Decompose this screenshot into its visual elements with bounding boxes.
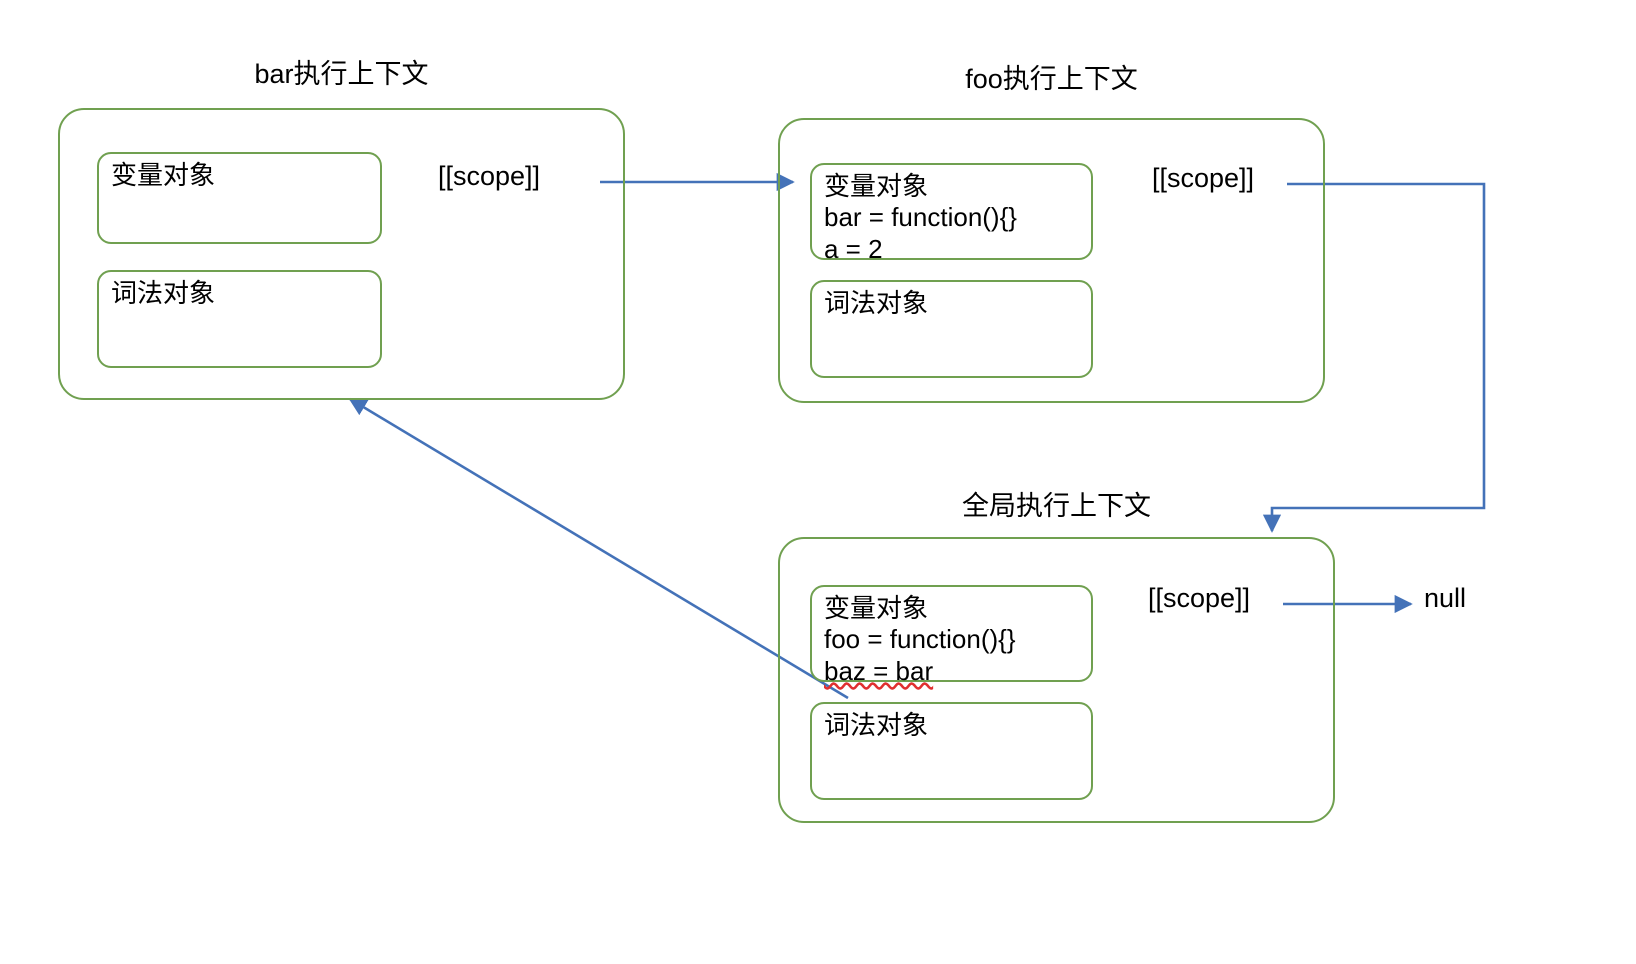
global-context-box — [778, 537, 1335, 823]
foo-lexical-object-box: 词法对象 — [810, 280, 1093, 378]
global-context-title: 全局执行上下文 — [962, 491, 1151, 521]
bar-context-box — [58, 108, 625, 400]
global-variable-entry-0: foo = function(){} — [824, 624, 1016, 654]
foo-variable-object-label: 变量对象 — [824, 171, 929, 201]
global-variable-entry-1: baz = bar — [824, 655, 1079, 687]
global-variable-object-label: 变量对象 — [824, 593, 929, 623]
foo-context-box — [778, 118, 1325, 403]
foo-scope-label: [[scope]] — [1152, 163, 1255, 193]
bar-variable-object-box: 变量对象 — [97, 152, 382, 244]
global-variable-entry-1-text: baz = bar — [824, 656, 934, 686]
foo-variable-entry-1: a = 2 — [824, 234, 883, 264]
bar-lexical-object-label: 词法对象 — [111, 278, 216, 308]
global-variable-object-box: 变量对象 foo = function(){} baz = bar — [810, 585, 1093, 686]
bar-variable-object-label: 变量对象 — [111, 160, 216, 190]
bar-lexical-object-box: 词法对象 — [97, 270, 382, 368]
global-scope-label: [[scope]] — [1148, 583, 1251, 613]
connector-baz-to-bar-context — [348, 397, 849, 700]
foo-variable-entry-0: bar = function(){} — [824, 202, 1017, 232]
foo-variable-object-box: 变量对象 bar = function(){} a = 2 — [810, 163, 1093, 264]
null-label: null — [1424, 583, 1467, 613]
global-lexical-object-box: 词法对象 — [810, 702, 1093, 800]
global-lexical-object-label: 词法对象 — [824, 710, 929, 740]
foo-context-title: foo执行上下文 — [965, 64, 1138, 94]
bar-context-title: bar执行上下文 — [254, 59, 429, 89]
foo-lexical-object-label: 词法对象 — [824, 288, 929, 318]
bar-scope-label: [[scope]] — [438, 161, 541, 191]
